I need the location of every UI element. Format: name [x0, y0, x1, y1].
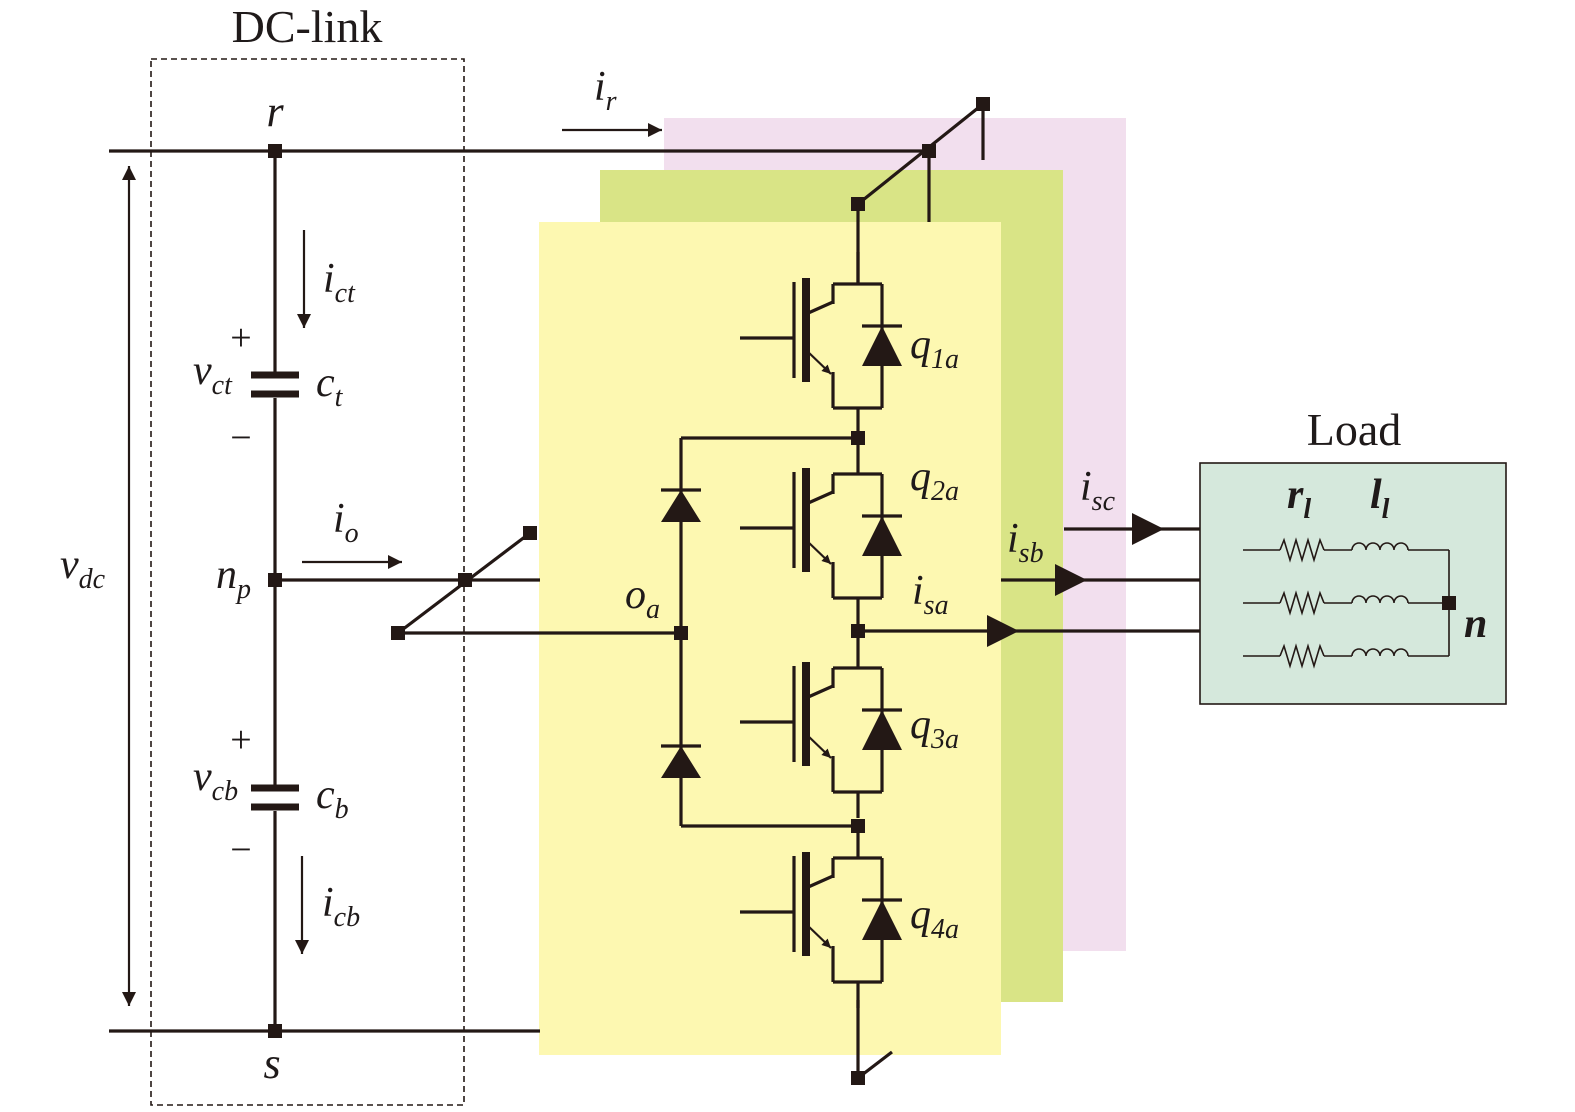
node-np — [268, 573, 282, 587]
phase-bus-connections — [391, 97, 990, 1085]
phase-output-lines — [858, 513, 1200, 647]
label-n: n — [1464, 601, 1487, 647]
dc-link-box — [150, 58, 465, 1106]
label-ir: ir — [594, 64, 617, 117]
load-box — [1199, 462, 1507, 705]
label-q3a: q3a — [910, 702, 959, 755]
label-isc: isc — [1080, 464, 1116, 517]
label-isa: isa — [912, 568, 949, 621]
node-s — [268, 1024, 282, 1038]
plus-cb: + — [230, 719, 251, 761]
dc-link-title: DC-link — [232, 1, 383, 52]
label-s: s — [263, 1039, 280, 1088]
label-np: np — [216, 552, 251, 605]
dc-rails — [109, 149, 930, 1033]
label-vdc: vdc — [60, 542, 106, 595]
minus-ct: − — [230, 417, 251, 459]
phase-a-panel — [539, 222, 1001, 1055]
load-rl-network — [1243, 537, 1456, 669]
label-io: io — [333, 496, 359, 549]
label-cb: cb — [316, 772, 349, 825]
label-ict: ict — [323, 256, 356, 309]
label-r: r — [266, 87, 284, 136]
label-q4a: q4a — [910, 892, 959, 945]
label-ct: ct — [316, 360, 344, 413]
label-isb: isb — [1007, 516, 1044, 569]
label-ll: ll — [1370, 472, 1390, 525]
label-oa: oa — [625, 572, 660, 625]
label-q2a: q2a — [910, 454, 959, 507]
label-rl: rl — [1287, 472, 1311, 525]
capacitor-ct — [251, 371, 299, 398]
label-q1a: q1a — [910, 322, 959, 375]
node-r — [268, 144, 282, 158]
load-title: Load — [1307, 404, 1402, 455]
minus-cb: − — [230, 829, 251, 871]
clamp-diodes — [661, 431, 865, 833]
plus-ct: + — [230, 317, 251, 359]
label-icb: icb — [322, 880, 360, 933]
capacitor-cb — [251, 784, 299, 811]
label-vct: vct — [193, 348, 233, 401]
label-vcb: vcb — [193, 754, 238, 807]
